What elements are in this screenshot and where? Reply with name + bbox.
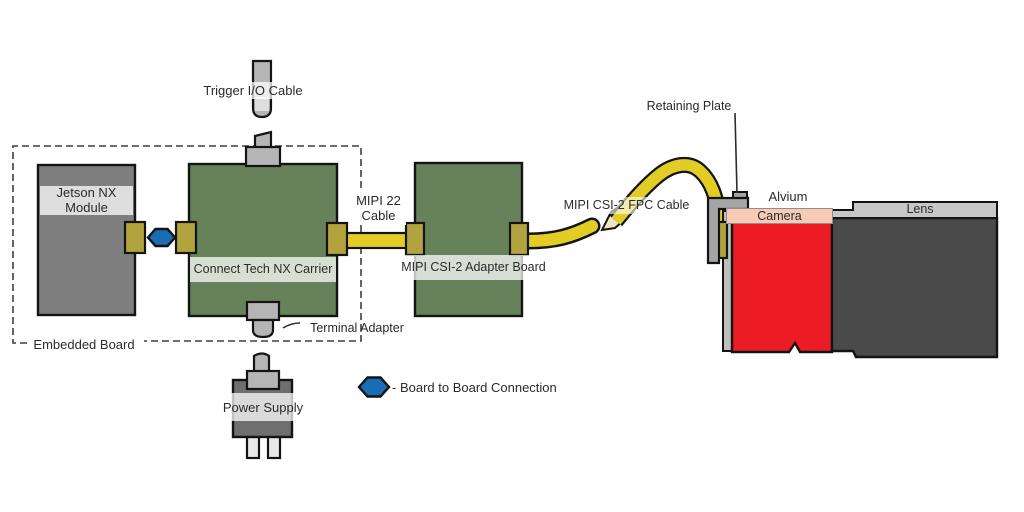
terminal-adapter-plug	[251, 318, 275, 339]
alvium-label: Alvium	[768, 189, 808, 204]
carrier-right-connector	[325, 221, 349, 257]
carrier-left-connector	[174, 220, 198, 255]
mipi22-cable-label-line1: MIPI 22	[356, 193, 401, 208]
mipi-adapter-board	[413, 161, 524, 318]
terminal-adapter-label: Terminal Adapter	[310, 320, 404, 335]
jetson-module-label-line1: Jetson NX	[56, 185, 117, 200]
lens-label: Lens	[906, 202, 934, 216]
jetson-module-label: Jetson NX Module	[40, 185, 133, 215]
mipi22-cable-label: MIPI 22 Cable	[351, 192, 406, 225]
jetson-right-connector	[123, 220, 147, 255]
fpc-cable-segment	[522, 220, 598, 247]
camera-band-label: Camera	[726, 208, 833, 224]
power-supply-label: Power Supply	[222, 393, 304, 421]
retaining-plate-leader-line	[734, 112, 738, 194]
power-connector-base	[245, 369, 281, 391]
terminal-adapter-base	[245, 300, 281, 322]
retaining-plate-label: Retaining Plate	[646, 98, 732, 113]
alvium-camera-body	[730, 208, 834, 354]
connect-tech-carrier-board	[187, 162, 339, 318]
fpc-cable-label: MIPI CSI-2 FPC Cable	[560, 197, 693, 214]
embedded-board-label: Embedded Board	[28, 336, 140, 353]
embedded-board-dashed-outline	[12, 145, 362, 344]
adapter-board-label: MIPI CSI-2 Adapter Board	[397, 255, 550, 280]
trigger-cable-label: Trigger I/O Cable	[194, 82, 312, 99]
power-connector-neck	[252, 352, 271, 374]
terminal-adapter-leader-line	[282, 322, 301, 329]
retaining-plate-bracket	[706, 196, 750, 265]
mipi22-cable-label-line2: Cable	[361, 207, 396, 223]
fpc-ribbon	[611, 159, 726, 225]
trigger-cable-plug-highlight	[255, 97, 269, 111]
mipi22-cable-shape	[339, 231, 415, 250]
trigger-connector-base	[244, 145, 282, 168]
legend-label: - Board to Board Connection	[392, 380, 557, 395]
legend-hexagon-icon	[357, 376, 391, 398]
jetson-module-label-line2: Module	[65, 199, 108, 215]
carrier-label: Connect Tech NX Carrier	[190, 257, 336, 282]
lens-body	[830, 216, 999, 359]
adapter-left-connector	[404, 221, 426, 257]
board-to-board-hexagon	[146, 227, 177, 248]
adapter-right-connector	[508, 221, 530, 257]
